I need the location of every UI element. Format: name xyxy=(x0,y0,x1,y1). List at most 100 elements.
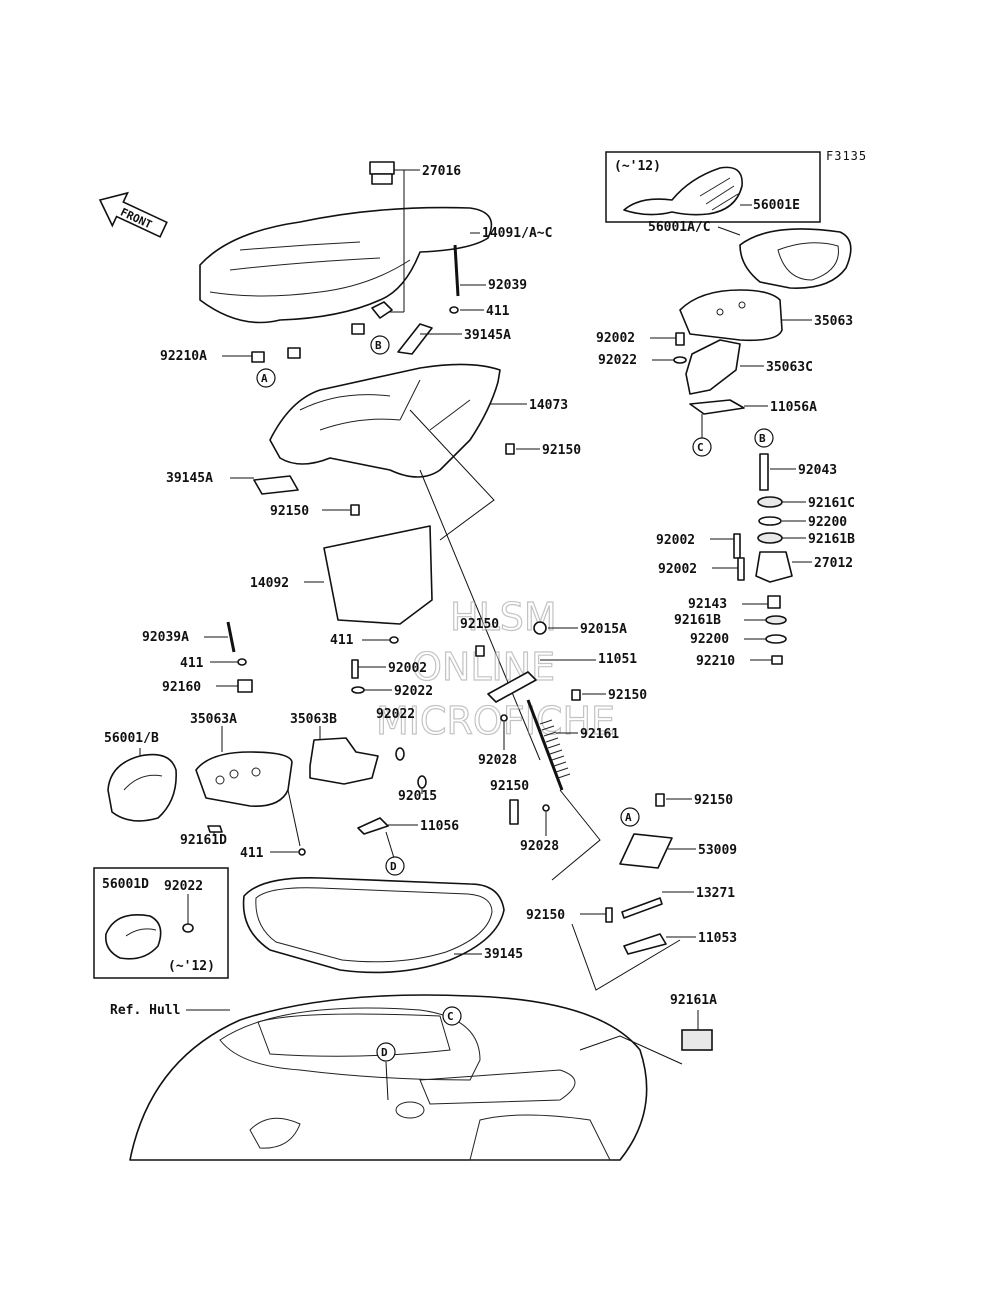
label-14092: 14092 xyxy=(250,576,289,591)
callout-d-mid: D xyxy=(390,860,397,873)
label-35063b: 35063B xyxy=(290,712,337,727)
label-14091: 14091/A~C xyxy=(482,226,552,241)
label-92039: 92039 xyxy=(488,278,527,293)
label-411-a: 411 xyxy=(486,304,510,319)
inset-box-bottom: 56001D 92022 (~'12) xyxy=(93,867,229,979)
label-92002-c: 92002 xyxy=(658,562,697,577)
callout-d-hull: D xyxy=(381,1046,388,1059)
label-11051: 11051 xyxy=(598,652,637,667)
seal-39145 xyxy=(242,877,505,974)
strip-39145a-left xyxy=(253,475,299,495)
label-92015: 92015 xyxy=(398,789,437,804)
callout-a-left: A xyxy=(261,372,268,385)
label-27012: 27012 xyxy=(814,556,853,571)
callout-c-hull: C xyxy=(447,1010,454,1023)
label-56001b: 56001/B xyxy=(104,731,159,746)
inset-box-top: (~'12) 56001E xyxy=(605,151,821,223)
label-92161: 92161 xyxy=(580,727,619,742)
label-92002-b: 92002 xyxy=(656,533,695,548)
plate-11053 xyxy=(623,933,667,955)
label-56001ac: 56001A/C xyxy=(648,220,711,235)
label-53009: 53009 xyxy=(698,843,737,858)
plate-11056a xyxy=(689,399,745,415)
label-92028-b: 92028 xyxy=(520,839,559,854)
bracket-11051 xyxy=(487,671,537,703)
inset-bottom-note: (~'12) xyxy=(168,959,215,974)
label-14073: 14073 xyxy=(529,398,568,413)
label-92210a: 92210A xyxy=(160,349,207,364)
label-11053: 11053 xyxy=(698,931,737,946)
front-arrow-icon: FRONT xyxy=(98,191,168,238)
panel-14092 xyxy=(323,525,433,625)
label-92210: 92210 xyxy=(696,654,735,669)
label-411-b: 411 xyxy=(330,633,354,648)
callout-a-right: A xyxy=(625,811,632,824)
label-56001e: 56001E xyxy=(753,198,800,213)
latch-53009 xyxy=(619,833,673,869)
label-35063a: 35063A xyxy=(190,712,237,727)
bracket-27012 xyxy=(755,551,793,583)
label-92002-a: 92002 xyxy=(596,331,635,346)
mirror-base-35063a xyxy=(195,751,293,807)
label-35063: 35063 xyxy=(814,314,853,329)
label-92150-g: 92150 xyxy=(526,908,565,923)
mirror-56001e xyxy=(623,166,743,216)
figure-code: F3135 xyxy=(826,149,867,163)
callout-b-right: B xyxy=(759,432,766,445)
label-39145: 39145 xyxy=(484,947,523,962)
label-92022-c: 92022 xyxy=(376,707,415,722)
label-92150-a: 92150 xyxy=(542,443,581,458)
label-92022-b: 92022 xyxy=(394,684,433,699)
bracket-35063b xyxy=(309,737,379,785)
label-411-d: 411 xyxy=(240,846,264,861)
mirror-base-35063 xyxy=(679,289,783,342)
label-92002-d: 92002 xyxy=(388,661,427,676)
bracket-35063c xyxy=(685,339,741,395)
label-39145a-top: 39145A xyxy=(464,328,511,343)
label-92200-a: 92200 xyxy=(808,515,847,530)
sticker-92161a xyxy=(681,1029,713,1051)
mirror-56001d xyxy=(104,914,162,960)
cap-27016-icon xyxy=(369,161,395,175)
label-92161c: 92161C xyxy=(808,496,855,511)
label-92161a: 92161A xyxy=(670,993,717,1008)
inset-bottom-part1: 56001D xyxy=(102,877,149,892)
bolt-92043 xyxy=(759,453,769,491)
tray-14073 xyxy=(269,363,501,478)
inset-top-note: (~'12) xyxy=(614,159,661,174)
hull-ref xyxy=(129,994,648,1161)
plate-13271 xyxy=(621,897,663,919)
gas-spring-92161 xyxy=(526,699,571,791)
label-411-c: 411 xyxy=(180,656,204,671)
label-35063c: 35063C xyxy=(766,360,813,375)
callout-c-right: C xyxy=(697,441,704,454)
label-92150-f: 92150 xyxy=(694,793,733,808)
label-92161d: 92161D xyxy=(180,833,227,848)
mirror-56001ac xyxy=(739,228,852,289)
label-92039a: 92039A xyxy=(142,630,189,645)
label-92043: 92043 xyxy=(798,463,837,478)
label-39145a-left: 39145A xyxy=(166,471,213,486)
watermark-line3: MICROFICHE xyxy=(376,699,615,743)
plate-11056 xyxy=(357,817,389,835)
mirror-56001b xyxy=(107,753,177,822)
label-11056: 11056 xyxy=(420,819,459,834)
label-92200-b: 92200 xyxy=(690,632,729,647)
label-92161b-a: 92161B xyxy=(808,532,855,547)
label-92150-c: 92150 xyxy=(460,617,499,632)
strip-39145a-top xyxy=(397,323,433,355)
label-13271: 13271 xyxy=(696,886,735,901)
label-92028-a: 92028 xyxy=(478,753,517,768)
label-ref-hull: Ref. Hull xyxy=(110,1003,180,1018)
label-92160: 92160 xyxy=(162,680,201,695)
label-92143: 92143 xyxy=(688,597,727,612)
label-92150-e: 92150 xyxy=(490,779,529,794)
seat-14091 xyxy=(199,161,493,324)
label-92022-a: 92022 xyxy=(598,353,637,368)
label-92150-b: 92150 xyxy=(270,504,309,519)
label-27016: 27016 xyxy=(422,164,461,179)
inset-bottom-part2: 92022 xyxy=(164,879,203,894)
label-11056a: 11056A xyxy=(770,400,817,415)
label-92161b-b: 92161B xyxy=(674,613,721,628)
